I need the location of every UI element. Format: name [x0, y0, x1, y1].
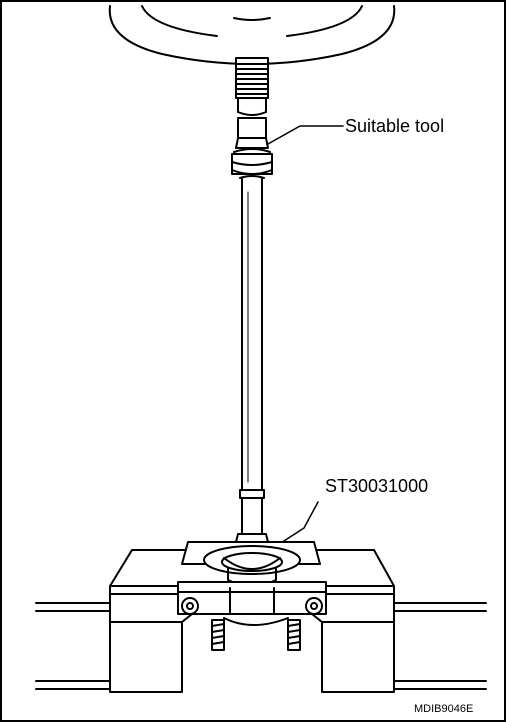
suitable-tool-leader [267, 125, 344, 145]
suitable-tool-label: Suitable tool [345, 116, 445, 136]
suitable-tool [231, 117, 273, 175]
figure-code: MDIB9046E [414, 703, 474, 715]
vise-rails [35, 602, 487, 690]
steering-shaft [233, 175, 271, 559]
bottom-studs [211, 617, 301, 651]
steering-wheel [108, 5, 396, 65]
shaft-upper-splines [235, 57, 269, 116]
special-tool-label: ST30031000 [325, 476, 429, 496]
special-tool-block [177, 541, 327, 615]
